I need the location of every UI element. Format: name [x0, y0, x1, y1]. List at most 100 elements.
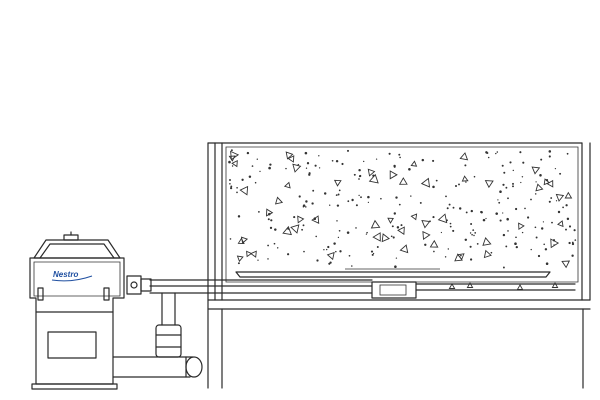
pellet-dot — [304, 151, 308, 155]
pellet-dot — [329, 204, 331, 206]
pellet-dot — [446, 207, 449, 210]
pellet-dot — [257, 259, 259, 261]
pellet-dot — [432, 216, 435, 219]
svg-text:Nestro: Nestro — [53, 270, 78, 279]
pellet-dot — [496, 151, 499, 153]
pellet-triangle — [387, 217, 394, 224]
pellet-dot — [370, 250, 374, 253]
pellet-dot — [469, 245, 472, 248]
pellet-dot — [573, 229, 576, 232]
pellet-dot — [328, 262, 331, 265]
pellet-dot — [541, 227, 544, 230]
pellet-dot — [512, 182, 514, 185]
pellet-triangle — [561, 260, 571, 269]
pellet-dot — [257, 210, 260, 213]
pellet-dot — [229, 179, 231, 181]
pellet-dot — [326, 248, 328, 251]
pellet-triangle — [368, 173, 379, 184]
pellet-dot — [338, 189, 341, 192]
pellet-triangle — [466, 282, 474, 288]
pellet-triangle — [399, 244, 409, 254]
pellet-dot — [469, 232, 472, 234]
pellet-dot — [246, 151, 250, 155]
pellet-dot — [305, 167, 308, 169]
pellet-triangle — [231, 159, 238, 168]
pellet-dot — [566, 217, 570, 221]
pellet-dot — [393, 212, 396, 215]
pellet-dot — [524, 207, 526, 210]
pellet-dot — [366, 231, 368, 234]
pellet-dot — [458, 183, 460, 186]
pellet-dot — [435, 179, 438, 182]
pellet-dot — [348, 254, 351, 257]
pellet-dot — [231, 165, 234, 167]
pellet-dot — [464, 238, 468, 242]
pellet-dot — [302, 224, 305, 227]
pellet-dot — [534, 226, 537, 229]
pellet-triangle — [543, 178, 551, 186]
pellet-triangle — [228, 155, 236, 162]
pellet-dot — [545, 262, 549, 265]
pellet-dot — [316, 259, 319, 262]
pellet-dot — [237, 262, 240, 265]
pellet-dot — [305, 206, 307, 208]
pellet-dot — [568, 241, 571, 245]
pellet-dot — [539, 174, 542, 177]
pellet-dot — [269, 163, 272, 166]
pellet-dot — [534, 193, 537, 195]
pellet-dot — [236, 191, 238, 194]
pellet-dot — [365, 233, 368, 235]
pellet-dot — [363, 160, 365, 163]
pellet-triangle — [250, 250, 257, 258]
pellet-dot — [433, 250, 435, 253]
boiler-unit — [29, 231, 125, 390]
pellet-dot — [535, 181, 537, 183]
pellet-dot — [336, 220, 338, 222]
pellet-dot — [542, 221, 545, 223]
pellet-dot — [395, 257, 398, 259]
pellet-dot — [400, 224, 403, 227]
pellet-triangle — [461, 175, 469, 182]
pellet-dot — [367, 201, 370, 204]
pellet-triangle — [236, 255, 244, 263]
pellet-dot — [355, 227, 357, 229]
pellet-dot — [228, 160, 231, 164]
pellet-dot — [267, 244, 270, 247]
pellet-triangle — [448, 283, 456, 289]
pellet-dot — [338, 229, 341, 232]
pellet-dot — [571, 242, 575, 246]
pellet-dot — [355, 204, 358, 207]
pellet-dot — [522, 161, 525, 164]
pellet-dot — [424, 243, 427, 246]
pellet-dot — [376, 246, 379, 248]
pellet-dot — [358, 175, 361, 178]
pellet-triangle — [420, 177, 431, 188]
pellet-dot — [285, 167, 287, 170]
pellet-triangle — [518, 222, 525, 231]
pellet-dot — [502, 233, 506, 237]
pellet-dot — [273, 242, 276, 245]
pellet-dot — [318, 167, 321, 169]
pellet-triangle — [531, 166, 541, 175]
pellet-dot — [548, 150, 552, 153]
pellet-dot — [535, 236, 538, 239]
pellet-dot — [521, 176, 524, 178]
pellet-dot — [298, 195, 301, 198]
pellet-dot — [230, 185, 233, 188]
pellet-dot — [351, 198, 354, 202]
pellet-dot — [559, 172, 562, 175]
pellet-triangle — [370, 219, 381, 229]
pellet-triangle — [410, 160, 418, 167]
pellet-dot — [474, 232, 477, 234]
boiler-logo: Nestro — [51, 270, 93, 282]
pellet-dot — [396, 226, 400, 229]
pellet-dot — [557, 210, 561, 214]
pellet-triangle — [285, 151, 294, 160]
pellet-dot — [380, 197, 382, 200]
pellet-dot — [267, 258, 269, 260]
pellet-dot — [372, 252, 375, 255]
pellet-dot — [440, 231, 443, 234]
pellet-dot — [303, 250, 305, 253]
pellet-dot — [410, 195, 412, 197]
pellet-triangle — [551, 282, 559, 288]
